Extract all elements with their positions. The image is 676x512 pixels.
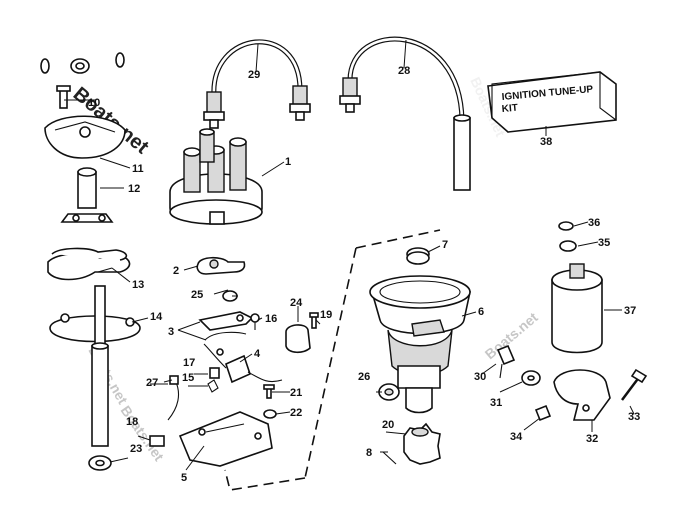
callout-16: 16 [265, 313, 277, 325]
part-29-spark-plug-wire [203, 39, 311, 129]
callout-37: 37 [624, 305, 636, 317]
part-17-clip [209, 367, 220, 379]
part-12-cam-assembly [60, 167, 114, 223]
part-13-advance-weights [47, 247, 131, 281]
callout-12: 12 [128, 183, 140, 195]
part-32-coil-bracket [553, 369, 611, 421]
callout-38: 38 [540, 136, 552, 148]
part-2-rotor [196, 256, 246, 275]
part-16-screw [250, 313, 260, 330]
callout-6: 6 [478, 306, 484, 318]
callout-23: 23 [130, 443, 142, 455]
part-14-shaft-plate [49, 285, 141, 447]
part-6-distributor-housing [369, 275, 471, 414]
callout-26: 26 [358, 371, 370, 383]
callout-7: 7 [442, 239, 448, 251]
callout-10: 10 [88, 97, 100, 109]
callout-19: 19 [320, 309, 332, 321]
callout-35: 35 [598, 237, 610, 249]
part-26-seal [378, 383, 400, 401]
callout-24: 24 [290, 297, 303, 309]
part-36-nut [558, 221, 574, 231]
callout-20: 20 [382, 419, 394, 431]
callout-8: 8 [366, 447, 372, 459]
part-23-washer [88, 455, 112, 471]
part-28-coil-wire [339, 36, 471, 191]
watermark-faint-bottom: Boats.net [118, 403, 168, 465]
part-24-bracket [285, 324, 311, 354]
callout-21: 21 [290, 387, 302, 399]
callout-1: 1 [285, 156, 291, 168]
callout-29: 29 [248, 69, 260, 81]
callout-30: 30 [474, 371, 486, 383]
callout-11: 11 [132, 163, 144, 175]
part-18-nut [149, 435, 165, 447]
part-35-washer [559, 240, 577, 252]
part-22-washer [263, 409, 277, 419]
part-10-screws-nuts [40, 52, 125, 109]
part-30-screw [496, 344, 516, 379]
callout-4: 4 [254, 348, 261, 360]
part-19-screw [309, 312, 319, 329]
part-11-breaker-plate [44, 115, 126, 159]
callout-36: 36 [588, 217, 600, 229]
callout-25: 25 [191, 289, 203, 301]
part-7-washer [406, 247, 430, 265]
callout-18: 18 [126, 416, 138, 428]
callout-27: 27 [146, 377, 158, 389]
part-20-drive-gear [403, 422, 441, 465]
part-21-screw [263, 384, 275, 399]
callout-33: 33 [628, 411, 640, 423]
leader-lines [64, 39, 635, 471]
callout-22: 22 [290, 407, 302, 419]
part-27-lead-wire [167, 375, 180, 421]
callout-15: 15 [182, 372, 194, 384]
callout-13: 13 [132, 279, 144, 291]
callout-28: 28 [398, 65, 410, 77]
part-15-clip [207, 379, 219, 393]
part-1-distributor-cap [169, 128, 263, 225]
assembly-boundary-dashed [224, 229, 441, 491]
part-31-washer [521, 370, 541, 386]
callout-31: 31 [490, 397, 502, 409]
part-5-breaker-base-plate [178, 411, 273, 467]
part-4-condenser [203, 343, 283, 384]
kit-box-label-line2: KIT [501, 103, 518, 115]
callout-34: 34 [510, 431, 523, 443]
part-38-ignition-tune-up-kit-box: IGNITION TUNE-UP KIT [487, 71, 617, 133]
callout-17: 17 [183, 357, 195, 369]
callout-5: 5 [181, 472, 187, 484]
part-3-breaker-points [198, 311, 254, 356]
callout-labels: 1 2 3 4 5 6 7 8 10 11 12 13 14 15 16 17 … [88, 65, 640, 484]
callout-3: 3 [168, 326, 174, 338]
part-8-pin [382, 451, 397, 465]
callout-14: 14 [150, 311, 163, 323]
part-37-ignition-coil [551, 263, 603, 354]
part-34-nut [534, 404, 552, 422]
callout-2: 2 [173, 265, 179, 277]
part-33-screw [621, 368, 648, 401]
callout-32: 32 [586, 433, 598, 445]
